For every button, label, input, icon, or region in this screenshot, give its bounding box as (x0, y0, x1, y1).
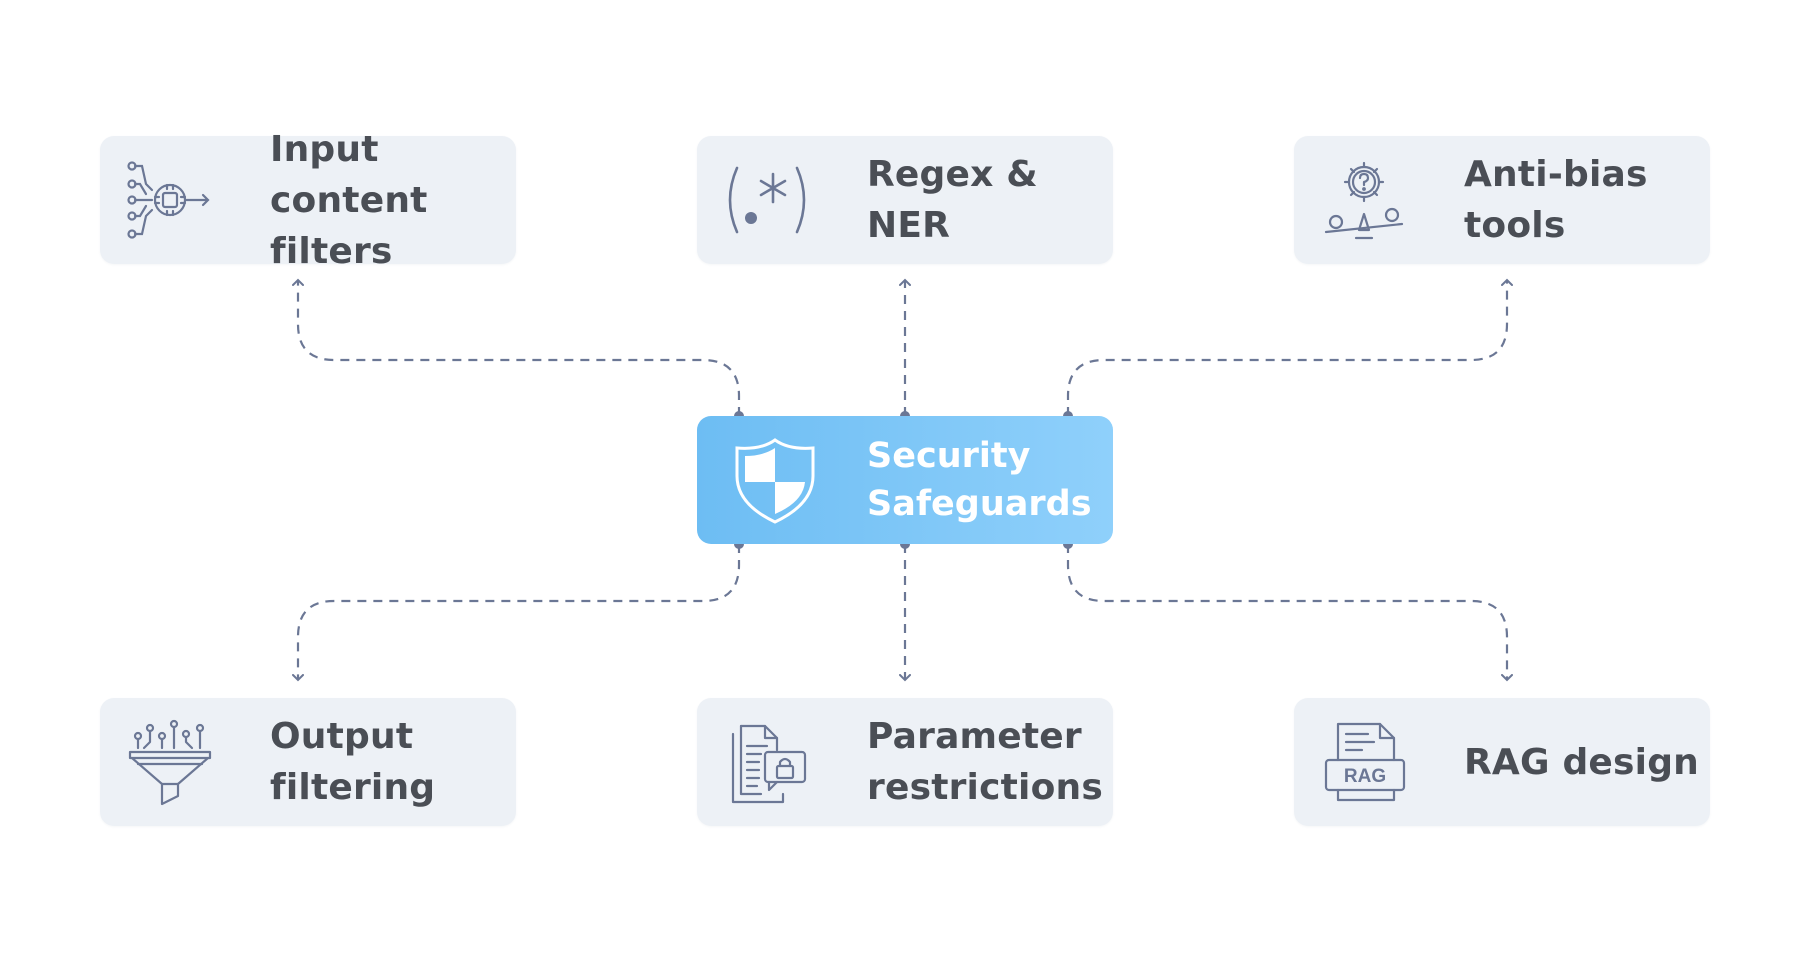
gear-balance-icon (1318, 154, 1410, 246)
node-label: Regex & NER (867, 149, 1113, 251)
rag-icon-text: RAG (1344, 766, 1386, 787)
rag-document-icon: RAG (1318, 716, 1410, 808)
node-label-line: filters (270, 230, 393, 272)
funnel-icon (124, 716, 216, 808)
node-label-line: Regex & NER (867, 154, 1038, 246)
node-label-line: Parameter (867, 716, 1082, 757)
node-label-line: RAG design (1464, 741, 1700, 783)
node-label-line: Output (270, 716, 414, 757)
node-output-filtering: Output filtering (100, 698, 516, 826)
node-label: RAG design (1464, 737, 1699, 788)
node-label-line: Input content (270, 128, 428, 221)
circuit-chip-icon (124, 154, 216, 246)
node-label: Output filtering (270, 711, 435, 813)
center-label-line: Safeguards (867, 484, 1092, 524)
locked-document-icon (721, 716, 813, 808)
connector-anti-bias-tools (1066, 278, 1513, 416)
node-label-line: filtering (270, 767, 436, 808)
node-parameter-restrictions: Parameter restrictions (697, 698, 1113, 826)
regex-icon (721, 154, 813, 246)
node-rag-design: RAG RAG design (1294, 698, 1710, 826)
node-security-safeguards: Security Safeguards (697, 416, 1113, 544)
node-label: Anti-bias tools (1464, 149, 1648, 251)
connector-rag-design (1066, 544, 1513, 682)
node-label: Parameter restrictions (867, 711, 1103, 813)
connector-input-content-filters (292, 278, 741, 416)
node-label-line: restrictions (867, 767, 1103, 808)
shield-icon (729, 434, 821, 526)
node-input-content-filters: Input content filters (100, 129, 516, 272)
node-label-line: tools (1464, 205, 1566, 246)
node-label: Input content filters (270, 124, 516, 277)
node-regex-ner: Regex & NER (697, 136, 1113, 264)
center-label-line: Security (867, 436, 1031, 476)
node-label-line: Anti-bias (1464, 154, 1648, 195)
node-anti-bias-tools: Anti-bias tools (1294, 136, 1710, 264)
center-label: Security Safeguards (867, 432, 1092, 528)
connector-output-filtering (292, 544, 741, 682)
